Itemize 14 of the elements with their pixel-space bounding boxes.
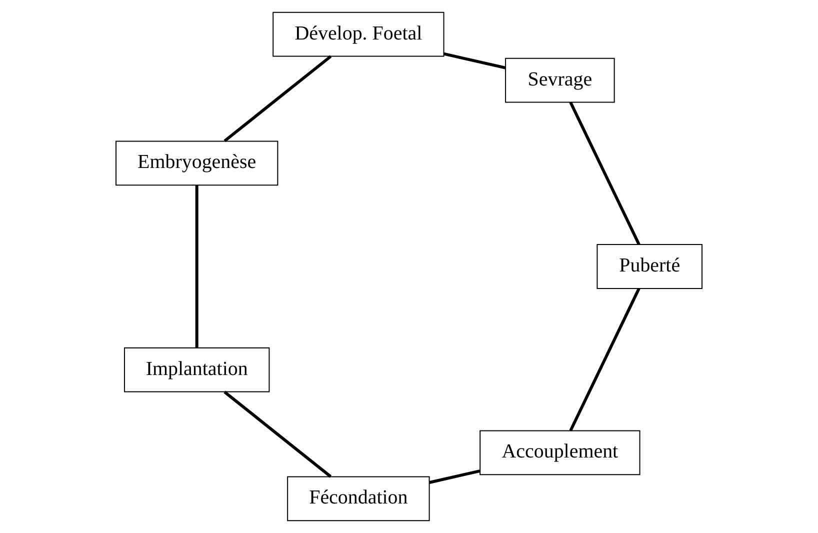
node-box: Dévelop. Foetal [272, 12, 444, 57]
node-box: Embryogenèse [116, 140, 278, 186]
connector [429, 470, 480, 484]
connector [569, 288, 640, 432]
connector [569, 102, 640, 246]
connector [444, 52, 506, 70]
connector [224, 55, 332, 142]
node-box: Sevrage [505, 58, 615, 103]
node-box: Implantation [124, 347, 270, 392]
node-box: Accouplement [480, 430, 640, 476]
node-box: Puberté [596, 244, 702, 289]
node-box: Fécondation [287, 476, 430, 522]
connector [195, 185, 198, 348]
connector [224, 390, 332, 478]
